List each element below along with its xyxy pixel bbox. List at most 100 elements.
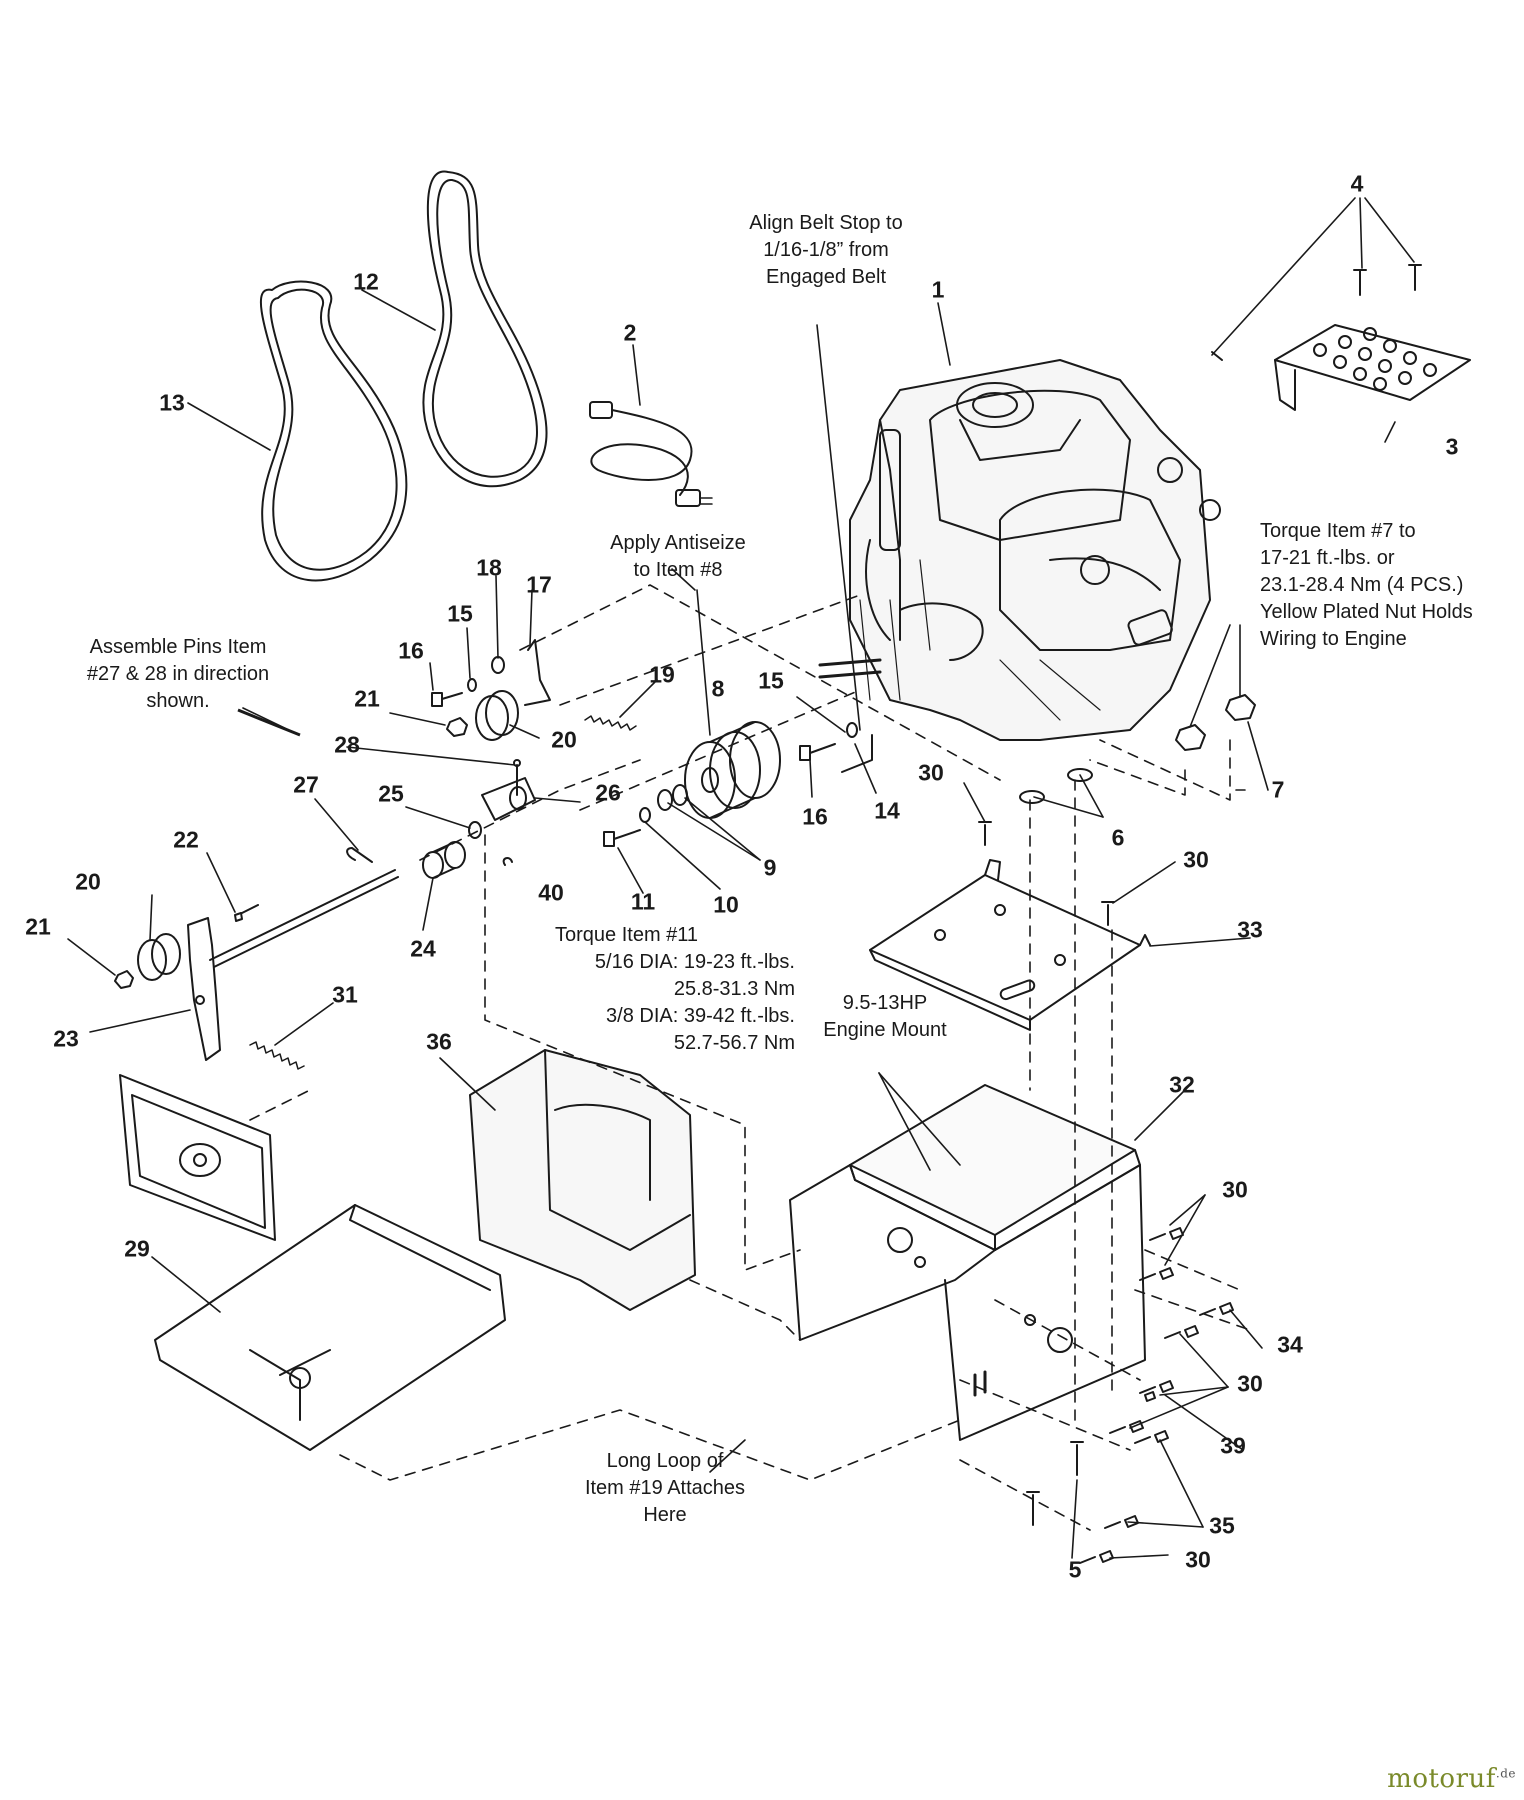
callout-20-upper: 20 [551,726,577,753]
callout-15-left: 15 [447,600,473,627]
callout-18: 18 [476,554,502,581]
callout-30-mid: 30 [1183,846,1209,873]
nut-21-lower [114,970,134,989]
idler-arm-23 [187,917,221,1061]
watermark-suffix: .de [1495,1766,1516,1781]
bolts-4 [1211,264,1422,361]
bolt-11 [603,829,641,847]
note-assemble-pins: Assemble Pins Item #27 & 28 in direction… [68,634,288,715]
callout-17: 17 [526,571,552,598]
belt-12 [422,170,548,488]
bolts-5 [1026,1441,1084,1526]
callout-31: 31 [332,981,358,1008]
cotter-pin-40 [502,857,513,866]
callout-35: 35 [1209,1512,1235,1539]
watermark-logo: motoruf.de [1387,1764,1516,1794]
note-line: Align Belt Stop to [749,212,903,234]
callout-36: 36 [426,1028,452,1055]
callout-20-lower: 20 [75,868,101,895]
pin-28 [513,759,521,796]
note-line: Item #19 Attaches [584,1477,746,1499]
spring-19 [584,715,637,731]
idler-pulley-20-upper [475,690,519,741]
nuts-7 [1175,694,1256,751]
base-pan-29 [154,1204,506,1451]
washers-6 [1019,768,1093,804]
spring-31 [249,1041,305,1070]
callout-24: 24 [410,935,436,962]
callout-9: 9 [763,854,777,881]
callout-30-top: 30 [918,759,944,786]
washer-15-right [846,722,858,738]
note-line: 3/8 DIA: 39-42 ft.-lbs. [606,1005,795,1027]
note-line: Wiring to Engine [1260,628,1407,650]
note-line: shown. [146,690,210,712]
callout-39: 39 [1220,1432,1246,1459]
note-line: Torque Item #11 [555,924,699,946]
note-line: Here [643,1504,687,1526]
shaft [209,869,399,968]
callout-28: 28 [334,731,360,758]
callout-3: 3 [1445,433,1459,460]
note-line: #27 & 28 in direction [86,663,270,685]
callout-16-right: 16 [802,803,828,830]
callout-13: 13 [159,389,185,416]
washer-25 [468,821,482,839]
note-long-loop: Long Loop of Item #19 Attaches Here [560,1448,770,1529]
note-antiseize: Apply Antiseize to Item #8 [588,530,768,584]
callout-30-lower: 30 [1237,1370,1263,1397]
callout-26: 26 [595,779,621,806]
callout-23: 23 [53,1025,79,1052]
idler-pulley-20-lower [137,933,181,981]
note-torque-7: Torque Item #7 to 17-21 ft.-lbs. or 23.1… [1260,518,1510,653]
callout-40: 40 [538,879,564,906]
callout-34: 34 [1277,1331,1303,1358]
callout-10: 10 [713,891,739,918]
note-line: 17-21 ft.-lbs. or [1260,547,1395,569]
note-line: 23.1-28.4 Nm (4 PCS.) [1260,574,1464,596]
note-belt-stop: Align Belt Stop to 1/16-1/8” from Engage… [726,210,926,291]
callout-19: 19 [649,661,675,688]
callout-21-lower: 21 [25,913,51,940]
note-line: Engine Mount [823,1019,947,1041]
note-line: Engaged Belt [765,266,887,288]
callout-6: 6 [1111,824,1125,851]
bolt-16-right [799,743,836,761]
callout-25: 25 [378,780,404,807]
callout-16-left: 16 [398,637,424,664]
nut-21-upper [446,717,468,737]
callout-33: 33 [1237,916,1263,943]
bolt-22 [234,904,259,922]
callout-2: 2 [623,319,637,346]
engine-1 [818,359,1221,741]
note-torque-11: Torque Item #11 5/16 DIA: 19-23 ft.-lbs.… [555,922,795,1057]
callout-30-frame: 30 [1222,1176,1248,1203]
callout-1: 1 [931,276,945,303]
idler-bracket-17 [524,639,551,706]
note-line: 9.5-13HP [842,992,928,1014]
callout-15-right: 15 [758,667,784,694]
note-line: 1/16-1/8” from [763,239,889,261]
callout-27: 27 [293,771,319,798]
pulley-8 [684,721,781,819]
assembly-lines [249,584,1251,1531]
callout-4: 4 [1350,170,1364,197]
note-line: Assemble Pins Item [89,636,267,658]
bearing-plate [119,1074,276,1241]
watermark-text: motoruf [1387,1764,1496,1794]
callout-12: 12 [353,268,379,295]
note-line: 52.7-56.7 Nm [673,1032,795,1054]
callout-11: 11 [630,888,656,915]
washer-15-left [467,678,477,692]
heat-shield-3 [1274,324,1471,411]
callout-29: 29 [124,1235,150,1262]
bolts-30-34-35-39 [978,821,1234,1564]
note-line: Torque Item #7 to [1260,520,1416,542]
belt-13 [259,280,408,582]
callout-7: 7 [1271,776,1285,803]
bolt-16-left [431,692,463,707]
note-line: 5/16 DIA: 19-23 ft.-lbs. [594,951,795,973]
